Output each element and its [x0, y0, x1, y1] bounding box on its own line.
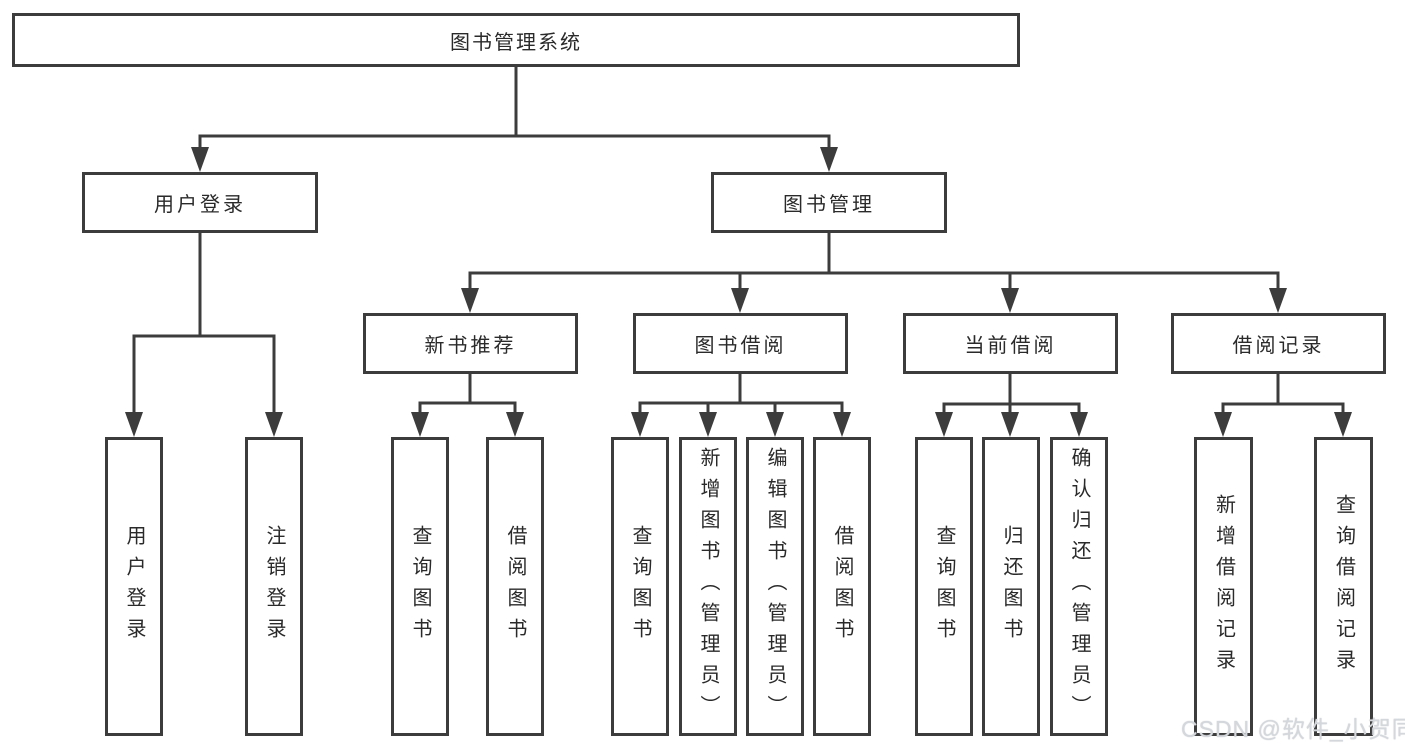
leaf-label: 查询借阅记录 — [1332, 493, 1355, 680]
node-borrow-records: 借阅记录 — [1171, 313, 1386, 374]
leaf-add-book-admin: 新增图书（管理员） — [679, 437, 737, 736]
connector-current-borrow-subtree — [935, 374, 1088, 437]
leaf-label: 用户登录 — [123, 524, 145, 649]
leaf-query-borrow-record: 查询借阅记录 — [1314, 437, 1373, 736]
leaf-label: 借阅图书 — [831, 524, 853, 649]
node-book-borrow: 图书借阅 — [633, 313, 848, 374]
leaf-query-books-1: 查询图书 — [391, 437, 449, 736]
leaf-label: 查询图书 — [629, 524, 651, 649]
leaf-logout: 注销登录 — [245, 437, 303, 736]
watermark: CSDN @软件_小贺同学 — [1181, 716, 1405, 742]
connector-book-borrow-subtree — [631, 374, 851, 437]
leaf-borrow-books-1: 借阅图书 — [486, 437, 544, 736]
leaf-confirm-return-admin: 确认归还（管理员） — [1050, 437, 1108, 736]
leaf-add-borrow-record: 新增借阅记录 — [1194, 437, 1253, 736]
leaf-user-login: 用户登录 — [105, 437, 163, 736]
leaf-label: 编辑图书（管理员） — [764, 447, 786, 726]
leaf-edit-book-admin: 编辑图书（管理员） — [746, 437, 804, 736]
leaf-borrow-books-2: 借阅图书 — [813, 437, 871, 736]
node-current-borrow: 当前借阅 — [903, 313, 1118, 374]
connector-book-management-to-level3 — [461, 233, 1287, 313]
leaf-label: 归还图书 — [1000, 524, 1022, 649]
connector-root-to-level2 — [191, 67, 838, 172]
leaf-label: 确认归还（管理员） — [1068, 447, 1090, 726]
leaf-label: 新增图书（管理员） — [697, 447, 719, 726]
node-root: 图书管理系统 — [12, 13, 1020, 67]
leaf-label: 查询图书 — [933, 524, 955, 649]
connector-user-login-subtree — [125, 233, 283, 437]
connector-borrow-records-subtree — [1214, 374, 1352, 437]
node-user-login: 用户登录 — [82, 172, 318, 233]
leaf-label: 新增借阅记录 — [1212, 493, 1235, 680]
leaf-query-books-3: 查询图书 — [915, 437, 973, 736]
connector-new-book-subtree — [411, 374, 524, 437]
leaf-label: 借阅图书 — [504, 524, 526, 649]
leaf-query-books-2: 查询图书 — [611, 437, 669, 736]
node-book-management: 图书管理 — [711, 172, 947, 233]
leaf-return-book: 归还图书 — [982, 437, 1040, 736]
node-new-book-recommend: 新书推荐 — [363, 313, 578, 374]
leaf-label: 注销登录 — [263, 524, 285, 649]
leaf-label: 查询图书 — [409, 524, 431, 649]
